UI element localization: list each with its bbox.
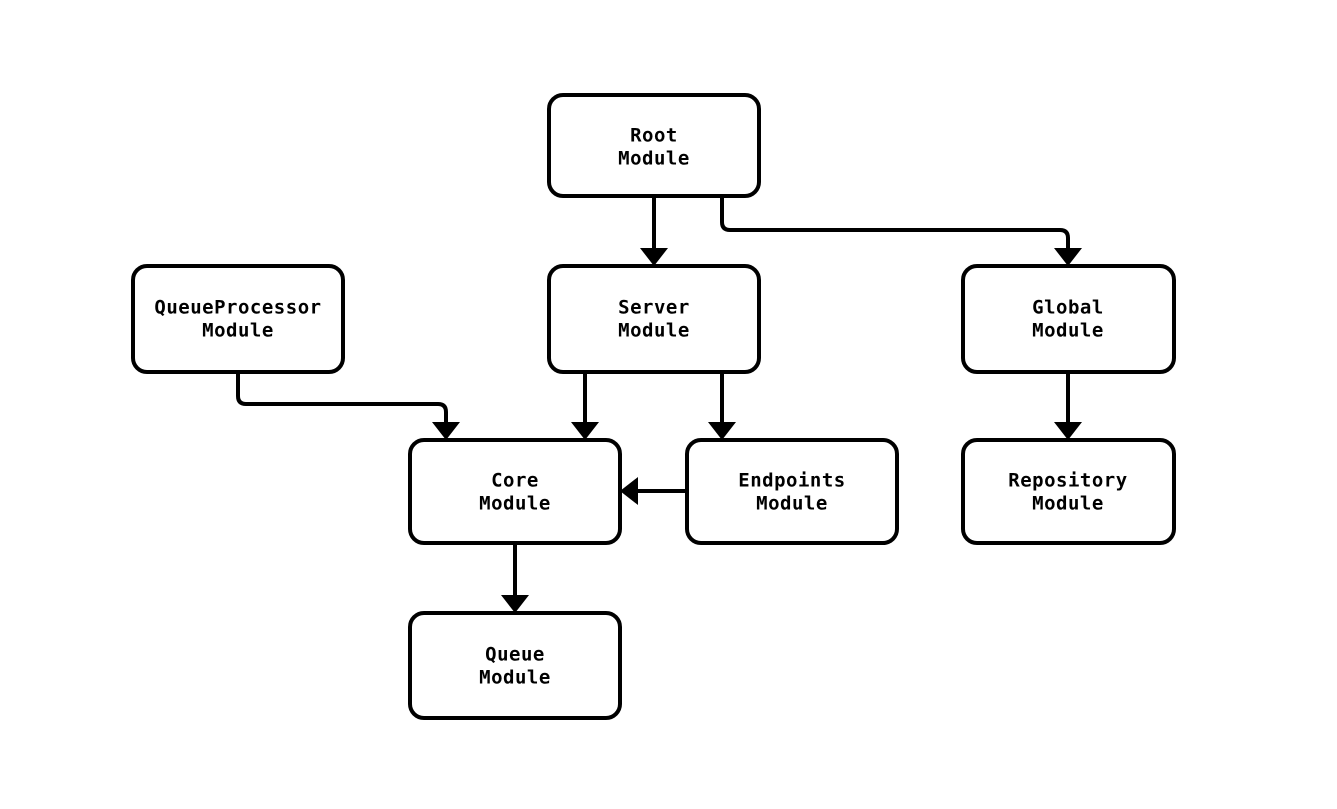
edge-endpoints-to-core-arrowhead [620, 477, 638, 505]
node-repository-module[interactable]: Repository Module [961, 438, 1176, 545]
node-server-module-label-line1: Server [618, 297, 690, 319]
edge-global-to-repository-arrowhead [1054, 422, 1082, 440]
edge-server-to-core-arrowhead [571, 422, 599, 440]
node-server-module-box[interactable] [547, 264, 761, 374]
node-global-module[interactable]: Global Module [961, 264, 1176, 374]
node-queue-module-label-line1: Queue [485, 644, 545, 666]
edge-server-to-endpoints [708, 372, 736, 440]
node-root-module-label-line1: Root [630, 125, 678, 147]
node-server-module[interactable]: Server Module [547, 264, 761, 374]
node-endpoints-module-label-line1: Endpoints [738, 470, 845, 492]
node-core-module-box[interactable] [408, 438, 622, 545]
edge-global-to-repository [1054, 372, 1082, 440]
node-queue-module-label-line2: Module [479, 667, 551, 689]
node-global-module-box[interactable] [961, 264, 1176, 374]
edge-root-to-global [720, 196, 1082, 266]
node-repository-module-box[interactable] [961, 438, 1176, 545]
node-queueprocessor-module-label-line1: QueueProcessor [154, 297, 321, 319]
node-core-module[interactable]: Core Module [408, 438, 622, 545]
edge-root-to-global-line [720, 196, 1070, 249]
edge-root-to-server [640, 196, 668, 266]
node-queueprocessor-module-label-line2: Module [202, 320, 274, 342]
edge-root-to-global-arrowhead [1054, 248, 1082, 266]
edge-endpoints-to-core [620, 477, 687, 505]
edge-core-to-queue [501, 543, 529, 613]
node-global-module-label-line1: Global [1032, 297, 1104, 319]
node-root-module[interactable]: Root Module [547, 93, 761, 198]
edge-server-to-endpoints-arrowhead [708, 422, 736, 440]
node-core-module-label-line2: Module [479, 493, 551, 515]
node-root-module-label-line2: Module [618, 148, 690, 170]
node-core-module-label-line1: Core [491, 470, 539, 492]
edge-queueprocessor-to-core [236, 372, 460, 440]
node-endpoints-module-label-line2: Module [756, 493, 828, 515]
edge-server-to-core [571, 372, 599, 440]
node-endpoints-module-box[interactable] [685, 438, 899, 545]
node-endpoints-module[interactable]: Endpoints Module [685, 438, 899, 545]
node-repository-module-label-line1: Repository [1008, 470, 1127, 492]
edge-queueprocessor-to-core-line [236, 372, 448, 423]
edge-core-to-queue-arrowhead [501, 595, 529, 613]
node-global-module-label-line2: Module [1032, 320, 1104, 342]
edge-queueprocessor-to-core-arrowhead [432, 422, 460, 440]
node-server-module-label-line2: Module [618, 320, 690, 342]
node-queue-module[interactable]: Queue Module [408, 611, 622, 720]
node-queueprocessor-module[interactable]: QueueProcessor Module [131, 264, 345, 374]
edge-root-to-server-arrowhead [640, 248, 668, 266]
node-repository-module-label-line2: Module [1032, 493, 1104, 515]
node-root-module-box[interactable] [547, 93, 761, 198]
node-queue-module-box[interactable] [408, 611, 622, 720]
node-queueprocessor-module-box[interactable] [131, 264, 345, 374]
